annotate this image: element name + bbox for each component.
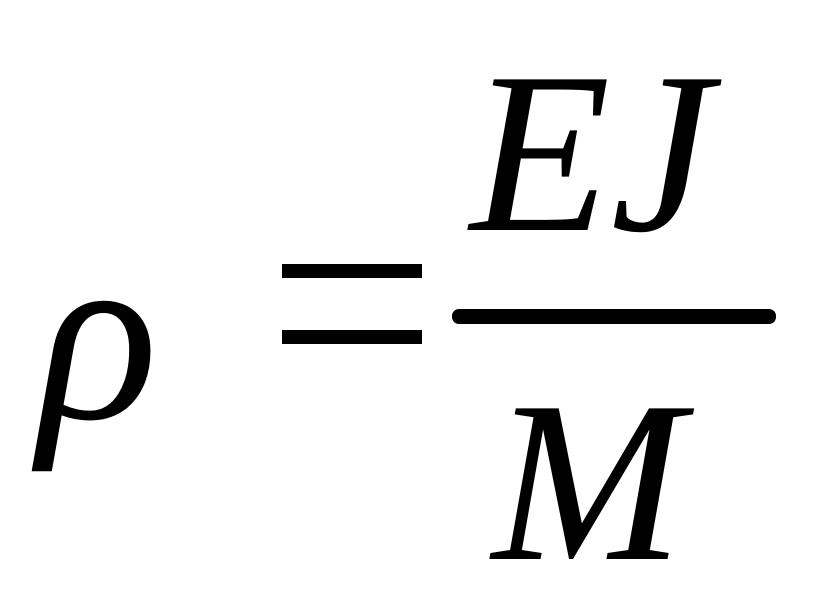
formula-lhs-rho: ρ xyxy=(38,196,158,473)
equals-sign xyxy=(282,264,422,344)
fraction-numerator: EJ xyxy=(470,25,713,280)
equals-bottom-bar xyxy=(282,330,422,344)
fraction-line xyxy=(452,309,776,324)
fraction-denominator: M xyxy=(492,354,684,609)
equals-top-bar xyxy=(282,264,422,278)
